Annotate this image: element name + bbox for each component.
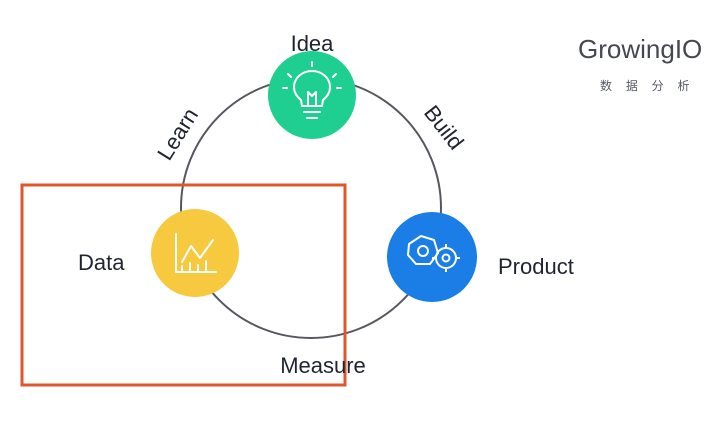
data-label: Data	[78, 250, 125, 275]
brand-logo: GrowingIO 数 据 分 析	[578, 34, 702, 93]
brand-name: GrowingIO	[578, 34, 702, 64]
highlight-box	[20, 183, 347, 387]
idea-label: Idea	[291, 31, 335, 56]
lightbulb-icon	[282, 61, 342, 119]
data-node: Data	[78, 209, 239, 297]
product-label: Product	[498, 254, 574, 279]
brand-subtitle: 数 据 分 析	[600, 78, 694, 93]
idea-node: Idea	[268, 31, 356, 139]
product-node: Product	[387, 212, 574, 302]
measure-label: Measure	[280, 353, 366, 378]
line-chart-icon	[175, 233, 217, 273]
learn-label: Learn	[152, 104, 203, 165]
gears-icon	[407, 235, 460, 272]
